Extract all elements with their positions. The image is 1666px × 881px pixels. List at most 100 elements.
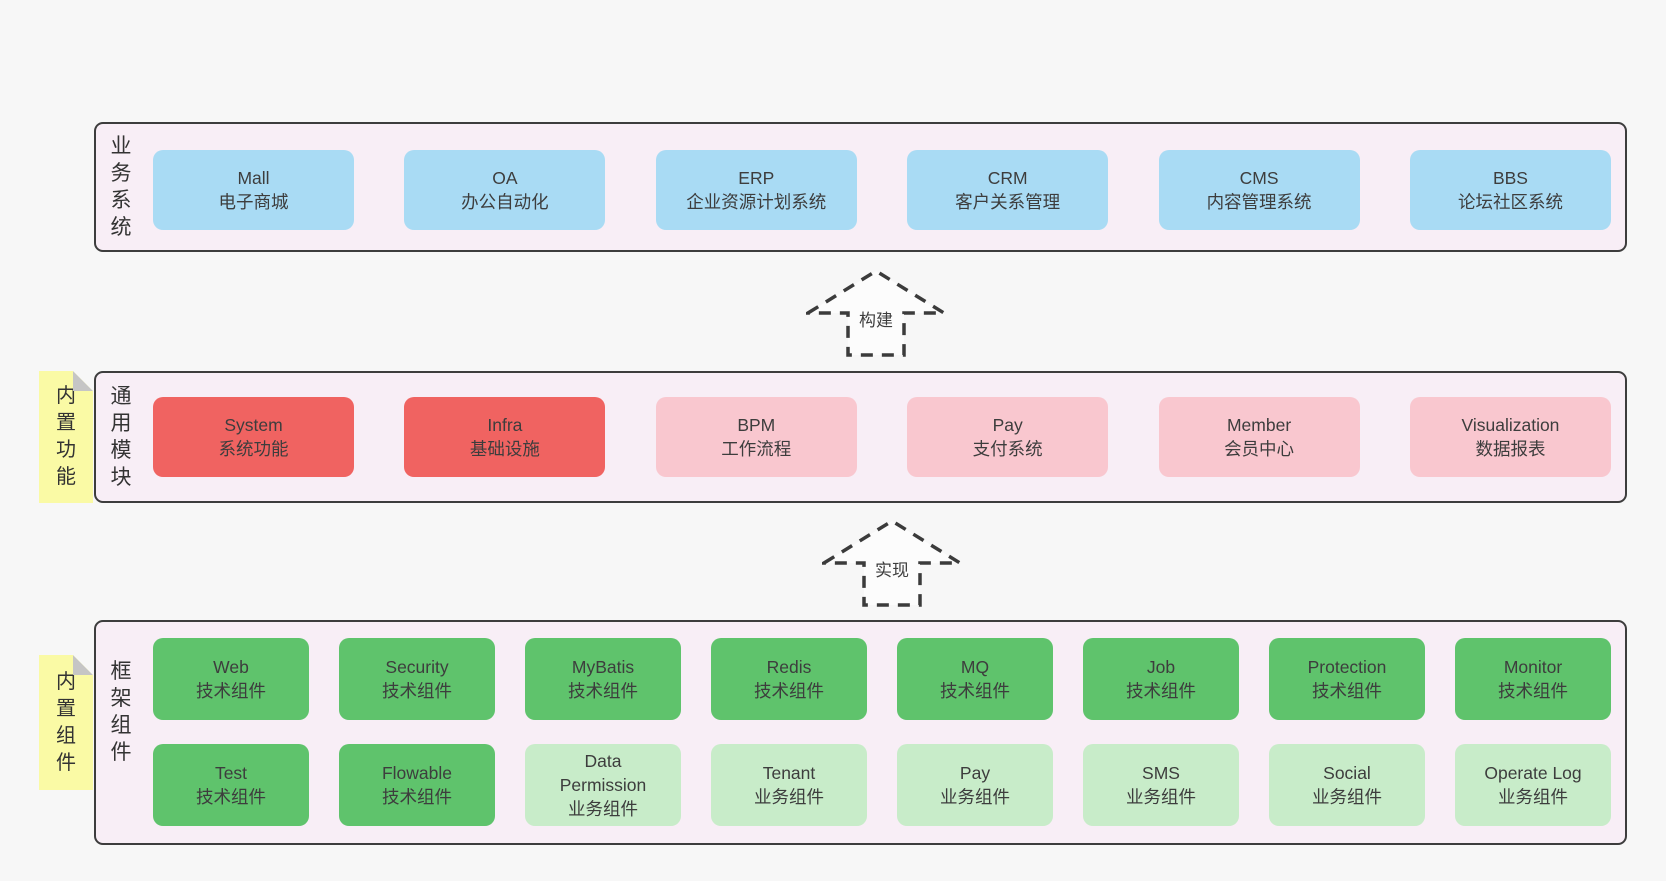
box-title: OA xyxy=(492,168,518,188)
box-subtitle: 技术组件 xyxy=(1498,681,1568,701)
box-data-permission: Data Permission 业务组件 xyxy=(525,744,681,826)
band-framework-components: 框架组件 Web 技术组件 Security 技术组件 MyBatis 技术组件… xyxy=(94,620,1627,845)
box-web: Web 技术组件 xyxy=(153,638,309,720)
box-title: Web xyxy=(213,657,249,677)
box-oa: OA 办公自动化 xyxy=(404,150,606,230)
box-subtitle: 工作流程 xyxy=(721,439,792,459)
box-subtitle: 技术组件 xyxy=(940,681,1010,701)
box-title: BPM xyxy=(737,415,776,435)
folded-corner-icon xyxy=(73,371,93,391)
box-subtitle: 业务组件 xyxy=(1498,787,1568,807)
band-business-systems-label: 业务系统 xyxy=(110,135,132,239)
build-arrow: 构建 xyxy=(806,268,946,358)
box-member: Member 会员中心 xyxy=(1158,397,1360,477)
box-subtitle: 技术组件 xyxy=(196,681,266,701)
box-title: Test xyxy=(214,763,248,783)
box-subtitle: 数据报表 xyxy=(1475,439,1546,459)
box-title: MQ xyxy=(960,657,990,677)
box-title: Flowable xyxy=(381,763,453,783)
box-subtitle: 业务组件 xyxy=(754,787,824,807)
box-cms: CMS 内容管理系统 xyxy=(1158,150,1360,230)
box-pay-module: Pay 支付系统 xyxy=(907,397,1109,477)
box-subtitle: 技术组件 xyxy=(568,681,638,701)
box-subtitle: 业务组件 xyxy=(568,799,638,819)
box-title: Monitor xyxy=(1503,657,1563,677)
sticky-built-in-features: 内置功能 xyxy=(39,371,93,503)
box-sms: SMS 业务组件 xyxy=(1083,744,1239,826)
box-subtitle: 技术组件 xyxy=(196,787,266,807)
box-pay-component: Pay 业务组件 xyxy=(897,744,1053,826)
box-flowable: Flowable 技术组件 xyxy=(339,744,495,826)
band-framework-components-label: 框架组件 xyxy=(110,660,132,764)
box-job: Job 技术组件 xyxy=(1083,638,1239,720)
box-subtitle: 业务组件 xyxy=(1312,787,1382,807)
box-title: MyBatis xyxy=(571,657,635,677)
box-mybatis: MyBatis 技术组件 xyxy=(525,638,681,720)
box-redis: Redis 技术组件 xyxy=(711,638,867,720)
box-erp: ERP 企业资源计划系统 xyxy=(655,150,857,230)
framework-components-row-1: Web 技术组件 Security 技术组件 MyBatis 技术组件 Redi… xyxy=(153,638,1611,720)
box-subtitle: 内容管理系统 xyxy=(1206,192,1312,212)
box-title: Tenant xyxy=(762,763,816,783)
box-tenant: Tenant 业务组件 xyxy=(711,744,867,826)
box-subtitle: 技术组件 xyxy=(382,787,452,807)
box-mq: MQ 技术组件 xyxy=(897,638,1053,720)
common-modules-boxes: System 系统功能 Infra 基础设施 BPM 工作流程 Pay 支付系统… xyxy=(153,397,1611,477)
box-subtitle: 基础设施 xyxy=(469,439,540,459)
box-monitor: Monitor 技术组件 xyxy=(1455,638,1611,720)
box-subtitle: 系统功能 xyxy=(218,439,289,459)
box-mall: Mall 电子商城 xyxy=(153,150,354,230)
box-infra: Infra 基础设施 xyxy=(404,397,606,477)
box-subtitle: 论坛社区系统 xyxy=(1457,192,1563,212)
box-crm: CRM 客户关系管理 xyxy=(907,150,1109,230)
sticky-built-in-components: 内置组件 xyxy=(39,655,93,790)
box-subtitle: 办公自动化 xyxy=(461,192,549,212)
box-title: CRM xyxy=(987,168,1028,188)
box-title: Mall xyxy=(237,168,270,188)
sticky-built-in-features-label: 内置功能 xyxy=(56,385,76,488)
box-bbs: BBS 论坛社区系统 xyxy=(1409,150,1611,230)
sticky-built-in-components-label: 内置组件 xyxy=(56,670,76,774)
box-operate-log: Operate Log 业务组件 xyxy=(1455,744,1611,826)
box-title: Infra xyxy=(487,415,523,435)
implement-arrow: 实现 xyxy=(822,518,962,608)
box-subtitle: 电子商城 xyxy=(218,192,289,212)
box-title: SMS xyxy=(1142,763,1180,783)
box-title: Member xyxy=(1226,415,1292,435)
box-subtitle: 技术组件 xyxy=(1126,681,1196,701)
box-title: Operate Log xyxy=(1484,763,1582,783)
box-protection: Protection 技术组件 xyxy=(1269,638,1425,720)
implement-arrow-label: 实现 xyxy=(872,560,912,582)
box-title: Visualization xyxy=(1461,415,1560,435)
box-title: Pay xyxy=(992,415,1023,435)
box-social: Social 业务组件 xyxy=(1269,744,1425,826)
box-security: Security 技术组件 xyxy=(339,638,495,720)
box-title: System xyxy=(224,415,283,435)
box-title: Redis xyxy=(766,657,812,677)
box-subtitle: 客户关系管理 xyxy=(955,192,1061,212)
box-title: CMS xyxy=(1239,168,1279,188)
box-title: Pay xyxy=(959,763,991,783)
framework-components-row-2: Test 技术组件 Flowable 技术组件 Data Permission … xyxy=(153,744,1611,826)
box-subtitle: 技术组件 xyxy=(1312,681,1382,701)
build-arrow-label: 构建 xyxy=(856,310,896,332)
box-title: Job xyxy=(1146,657,1176,677)
box-subtitle: 支付系统 xyxy=(972,439,1043,459)
box-bpm: BPM 工作流程 xyxy=(655,397,857,477)
box-title: Security xyxy=(385,657,449,677)
box-subtitle: 技术组件 xyxy=(382,681,452,701)
box-visualization: Visualization 数据报表 xyxy=(1409,397,1611,477)
box-test: Test 技术组件 xyxy=(153,744,309,826)
box-title: Data Permission xyxy=(559,751,647,795)
box-title: Protection xyxy=(1307,657,1387,677)
box-subtitle: 会员中心 xyxy=(1224,439,1295,459)
box-system: System 系统功能 xyxy=(153,397,354,477)
box-subtitle: 企业资源计划系统 xyxy=(686,192,827,212)
box-title: BBS xyxy=(1492,168,1528,188)
band-business-systems: 业务系统 Mall 电子商城 OA 办公自动化 ERP 企业资源计划系统 CRM… xyxy=(94,122,1627,252)
box-title: ERP xyxy=(738,168,775,188)
box-subtitle: 业务组件 xyxy=(1126,787,1196,807)
box-title: Social xyxy=(1323,763,1371,783)
folded-corner-icon xyxy=(73,655,93,675)
